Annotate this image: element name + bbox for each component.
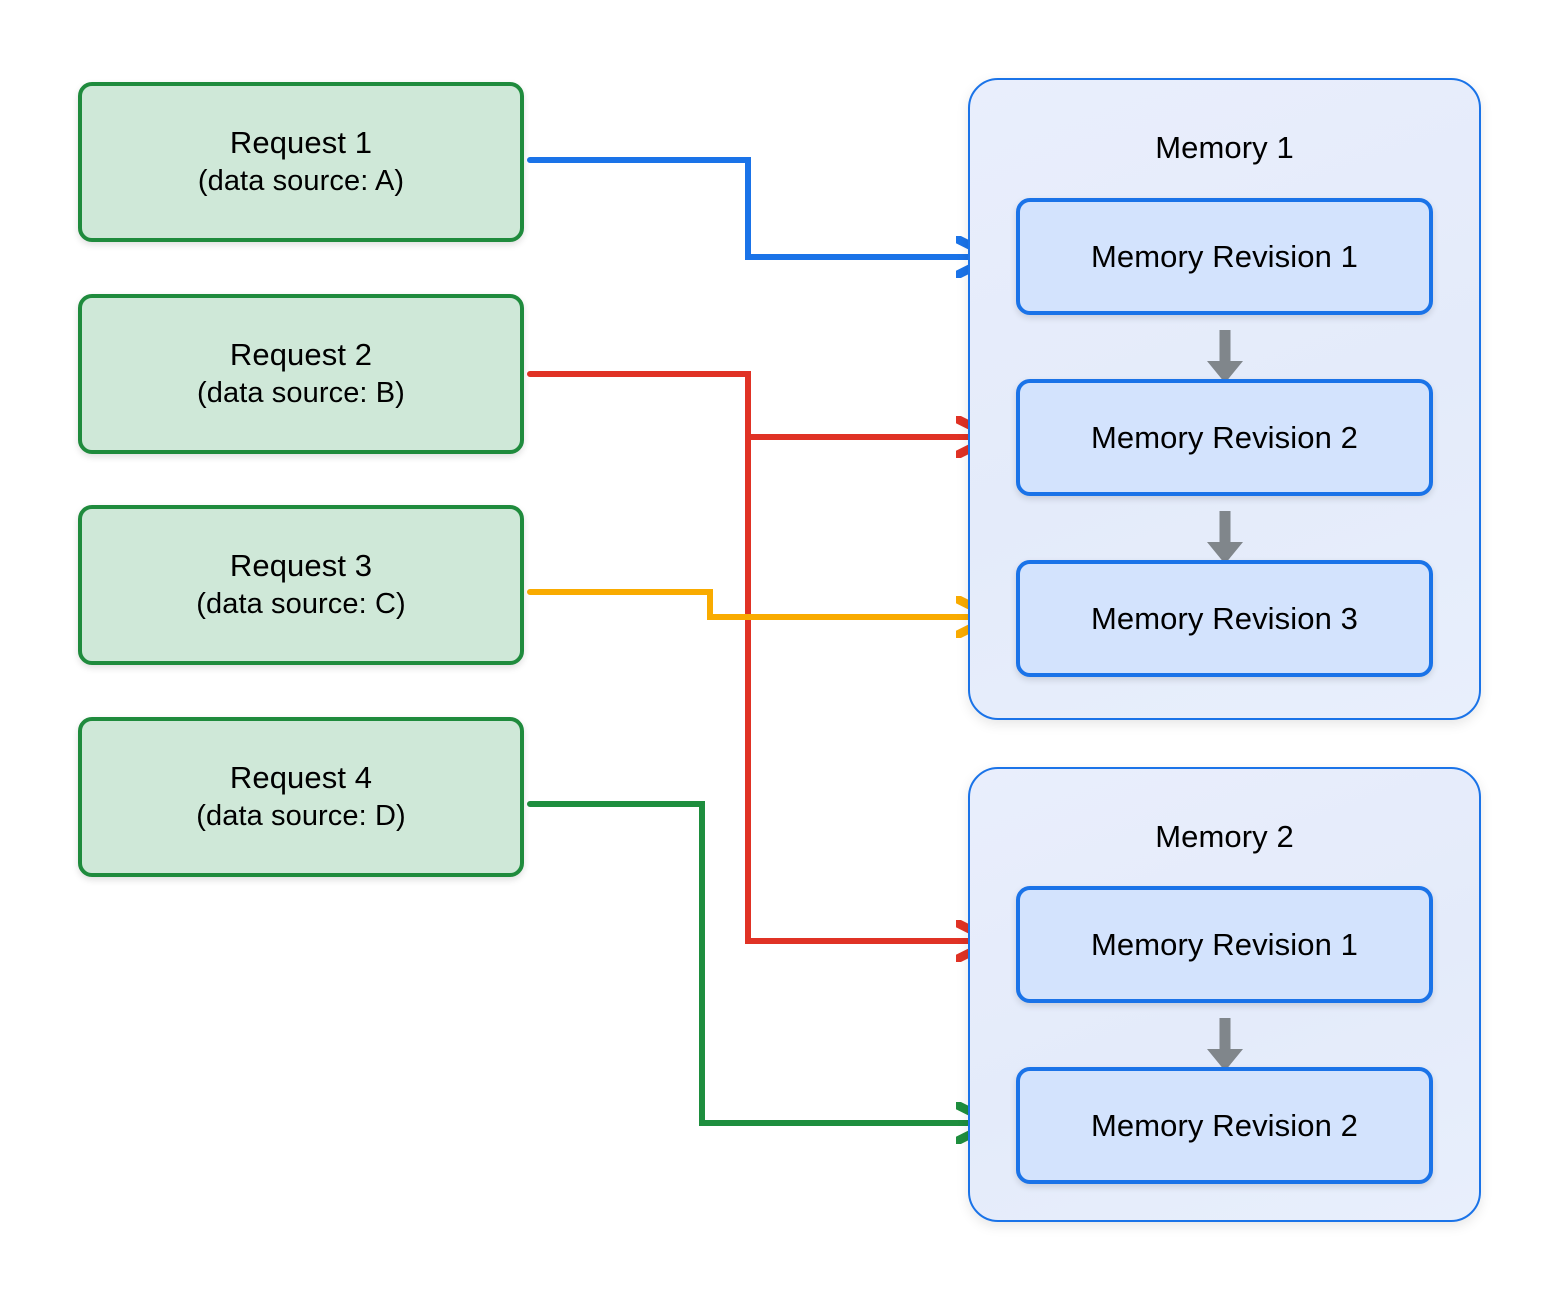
request-4-subtitle: (data source: D) [196, 800, 406, 833]
memory-1-revision-3-label: Memory Revision 3 [1090, 600, 1358, 636]
memory-1-revision-box-1[interactable]: Memory Revision 1 [1016, 198, 1433, 315]
memory-2-revision-box-1[interactable]: Memory Revision 1 [1016, 886, 1433, 1003]
memory-1-title: Memory 1 [1155, 130, 1294, 165]
request-box-4[interactable]: Request 4 (data source: D) [78, 717, 524, 877]
request-3-title: Request 3 [229, 547, 373, 583]
memory-2-revision-box-2[interactable]: Memory Revision 2 [1016, 1067, 1433, 1184]
memory-2-revision-1-label: Memory Revision 1 [1090, 926, 1358, 962]
memory-1-revision-box-2[interactable]: Memory Revision 2 [1016, 379, 1433, 496]
request-3-subtitle: (data source: C) [196, 588, 406, 621]
request-2-title: Request 2 [229, 336, 373, 372]
wire-request-2-to-memory-1-revision-2 [527, 371, 986, 437]
memory-container-1[interactable]: Memory 1 Memory Revision 1 Memory Revisi… [968, 78, 1481, 720]
step-down-arrow-icon [1207, 330, 1243, 383]
wire-request-4-to-memory-2-revision-2 [527, 801, 986, 1123]
memory-2-revision-2-label: Memory Revision 2 [1090, 1107, 1358, 1143]
request-1-title: Request 1 [229, 124, 373, 160]
memory-container-2[interactable]: Memory 2 Memory Revision 1 Memory Revisi… [968, 767, 1481, 1222]
step-down-arrow-icon [1207, 511, 1243, 564]
memory-1-revision-1-label: Memory Revision 1 [1090, 238, 1358, 274]
request-box-2[interactable]: Request 2 (data source: B) [78, 294, 524, 454]
request-box-1[interactable]: Request 1 (data source: A) [78, 82, 524, 242]
step-down-arrow-icon [1207, 1018, 1243, 1071]
wire-request-3-to-memory-1-revision-3 [527, 589, 986, 617]
request-box-3[interactable]: Request 3 (data source: C) [78, 505, 524, 665]
memory-2-title: Memory 2 [1155, 819, 1294, 854]
wire-request-2-to-memory-2-revision-1 [745, 371, 986, 941]
request-2-subtitle: (data source: B) [197, 377, 405, 410]
memory-1-revision-box-3[interactable]: Memory Revision 3 [1016, 560, 1433, 677]
wire-request-1-to-memory-1-revision-1 [527, 157, 986, 257]
request-4-title: Request 4 [229, 759, 373, 795]
request-1-subtitle: (data source: A) [197, 165, 405, 198]
memory-1-revision-2-label: Memory Revision 2 [1090, 419, 1358, 455]
